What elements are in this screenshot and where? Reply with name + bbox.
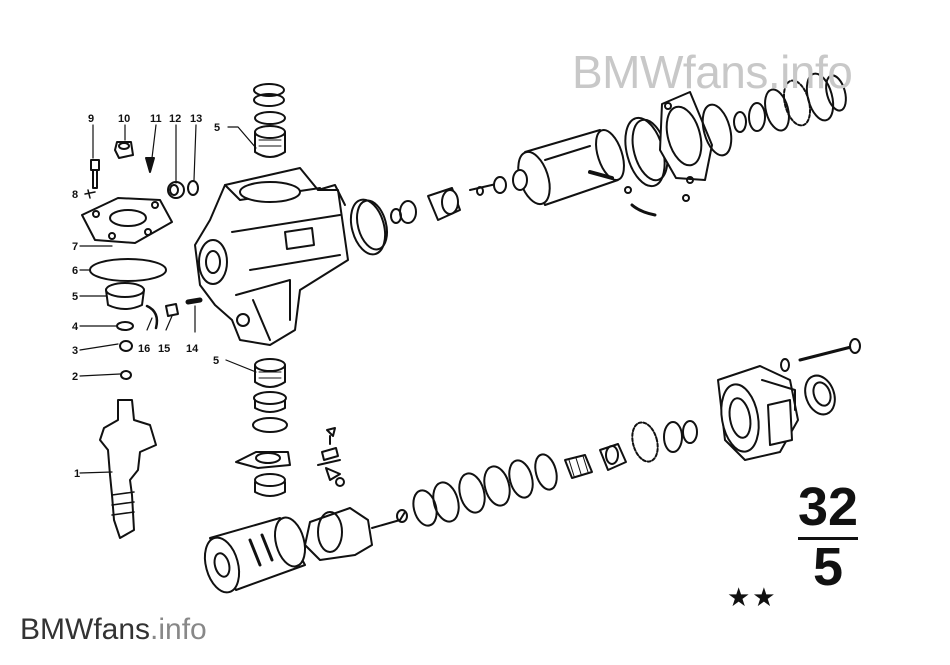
callout-13: 13 (190, 113, 202, 125)
callout-9: 9 (88, 113, 94, 125)
upper-bearing-stack (253, 83, 286, 158)
lower-bearing-stack (235, 358, 291, 497)
callout-1: 1 (74, 468, 80, 480)
group-number-sub: 5 (812, 537, 844, 597)
watermark-bottom: BMWfans.info (20, 613, 207, 647)
callout-15: 15 (158, 343, 170, 355)
callout-16: 16 (138, 343, 150, 355)
group-number-main: 32 (797, 477, 859, 537)
callout-3: 3 (72, 345, 78, 357)
callout-10: 10 (118, 113, 130, 125)
callout-12: 12 (169, 113, 181, 125)
callout-2: 2 (72, 371, 78, 383)
lower-piston-assembly (203, 338, 861, 594)
upper-piston-assembly (349, 72, 847, 256)
watermark-bottom-main: BMWfans (20, 613, 151, 646)
callout-14: 14 (186, 343, 199, 355)
callout-11: 11 (150, 113, 162, 125)
callout-6: 6 (72, 265, 78, 277)
watermark-bottom-ext: .info (150, 613, 207, 646)
left-parts-column (81, 141, 203, 539)
callout-4: 4 (72, 321, 79, 333)
leader-lines (79, 124, 257, 474)
watermark-top: BMWfans.info (572, 46, 853, 98)
rating-stars: ★★ (727, 583, 778, 613)
callout-5-lower: 5 (213, 355, 219, 367)
steering-gear-housing (194, 167, 349, 346)
callout-5-top: 5 (214, 122, 220, 134)
callout-5-left: 5 (72, 291, 78, 303)
group-divider (798, 537, 858, 540)
callout-7: 7 (72, 241, 78, 253)
callout-labels: 9 10 11 12 13 5 8 7 6 5 4 3 2 1 16 15 14… (72, 113, 220, 480)
callout-8: 8 (72, 189, 78, 201)
